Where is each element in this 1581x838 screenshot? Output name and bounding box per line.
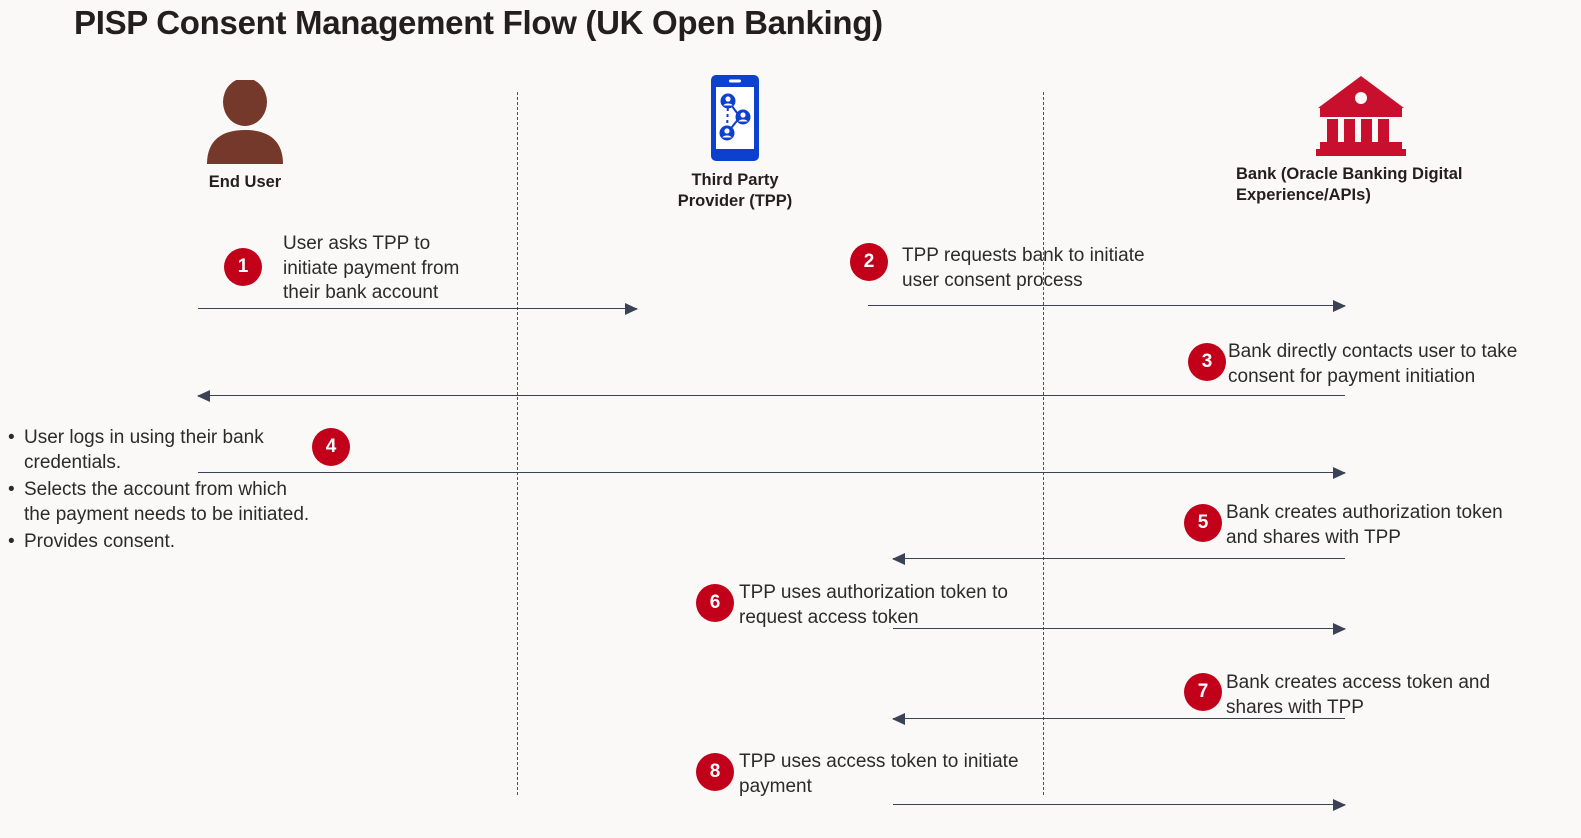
step-badge-6: 6 — [696, 584, 734, 622]
step-caption-3-line1: Bank directly contacts user to take — [1228, 341, 1518, 362]
arrow-head-right-icon — [1333, 623, 1346, 635]
step-caption-6-line1: TPP uses authorization token to — [739, 582, 1008, 603]
arrow-line — [198, 308, 637, 309]
step-caption-3: Bank directly contacts user to take cons… — [1228, 340, 1573, 389]
arrow-line — [893, 558, 1345, 559]
arrow-head-left-icon — [892, 553, 905, 565]
arrow-line — [893, 628, 1345, 629]
arrow-head-right-icon — [625, 303, 638, 315]
bullet-item-1: • User logs in using their bank credenti… — [8, 425, 348, 475]
bullet-marker-icon: • — [8, 531, 15, 553]
step-arrow-3 — [197, 390, 1345, 402]
step-badge-4: 4 — [312, 428, 350, 466]
actor-label-tpp: Third Party Provider (TPP) — [640, 170, 830, 212]
step-caption-7-line1: Bank creates access token and — [1226, 672, 1491, 693]
arrow-head-right-icon — [1333, 300, 1346, 312]
step-caption-5-line2: and shares with TPP — [1226, 526, 1401, 548]
step-caption-5-line1: Bank creates authorization token — [1226, 502, 1503, 523]
step-arrow-6 — [893, 623, 1346, 635]
step-caption-2: TPP requests bank to initiate user conse… — [902, 244, 1202, 293]
actor-tpp: Third Party Provider (TPP) — [640, 74, 830, 212]
step-badge-1: 1 — [224, 248, 262, 286]
lifeline-tpp — [517, 92, 518, 795]
step-caption-5: Bank creates authorization token and sha… — [1226, 501, 1556, 550]
actor-label-end-user: End User — [208, 173, 282, 191]
step-arrow-7 — [892, 713, 1345, 725]
step-caption-1-line3: their bank account — [283, 282, 439, 303]
step-caption-8-line1: TPP uses access token to initiate — [739, 751, 1019, 772]
step-caption-1: User asks TPP to initiate payment from t… — [283, 232, 513, 306]
bullet-item-2: • Selects the account from which the pay… — [8, 477, 348, 527]
person-icon — [207, 80, 283, 164]
bullet-item-3: • Provides consent. — [8, 529, 348, 554]
lifeline-bank — [1043, 92, 1044, 795]
step-badge-5: 5 — [1184, 504, 1222, 542]
step-caption-8: TPP uses access token to initiate paymen… — [739, 750, 1069, 799]
actor-label-tpp-line2: Provider (TPP) — [677, 192, 793, 211]
step-caption-2-line2: user consent process — [902, 269, 1083, 291]
step-arrow-2 — [868, 300, 1346, 312]
bullet-3-line1: Provides consent. — [24, 531, 176, 553]
step-caption-7-line2: shares with TPP — [1226, 696, 1364, 718]
bullet-1-line1: User logs in using their bank — [24, 427, 264, 448]
step-caption-4: • User logs in using their bank credenti… — [8, 425, 348, 556]
actor-label-bank: Bank (Oracle Banking Digital Experience/… — [1236, 164, 1536, 206]
arrow-line — [198, 472, 1345, 473]
step-badge-2: 2 — [850, 243, 888, 281]
step-caption-1-line1: User asks TPP to — [283, 233, 431, 254]
step-caption-1-line2: initiate payment from — [283, 257, 460, 279]
arrow-head-right-icon — [1333, 799, 1346, 811]
step-arrow-5 — [892, 553, 1345, 565]
actor-label-bank-line1: Bank (Oracle Banking Digital — [1236, 165, 1463, 183]
bullet-2-line1: Selects the account from which — [24, 479, 287, 501]
step-caption-3-line2: consent for payment initiation — [1228, 365, 1476, 387]
bullet-marker-icon: • — [8, 427, 15, 448]
mobile-network-icon — [711, 75, 759, 161]
arrow-head-left-icon — [197, 390, 210, 402]
step-caption-6-line2: request access token — [739, 606, 919, 628]
bank-building-icon — [1316, 76, 1406, 156]
page-title: PISP Consent Management Flow (UK Open Ba… — [74, 4, 883, 41]
actor-label-bank-line2: Experience/APIs) — [1236, 186, 1371, 205]
arrow-line — [893, 804, 1345, 805]
step-badge-8: 8 — [696, 753, 734, 791]
arrow-line — [198, 395, 1345, 396]
bullet-2-line2: the payment needs to be initiated. — [24, 504, 310, 526]
actor-bank: Bank (Oracle Banking Digital Experience/… — [1236, 74, 1536, 206]
bullet-1-line2: credentials. — [24, 452, 122, 474]
step-arrow-4 — [198, 467, 1346, 479]
arrow-head-right-icon — [1333, 467, 1346, 479]
actor-end-user: End User — [160, 80, 330, 193]
step-caption-2-line1: TPP requests bank to initiate — [902, 245, 1145, 266]
step-badge-7: 7 — [1184, 673, 1222, 711]
step-caption-6: TPP uses authorization token to request … — [739, 581, 1059, 630]
step-arrow-8 — [893, 799, 1346, 811]
step-badge-3: 3 — [1188, 343, 1226, 381]
bullet-marker-icon: • — [8, 479, 15, 501]
step-caption-7: Bank creates access token and shares wit… — [1226, 671, 1546, 720]
arrow-line — [868, 305, 1345, 306]
arrow-head-left-icon — [892, 713, 905, 725]
arrow-line — [893, 718, 1345, 719]
actor-label-tpp-line1: Third Party — [691, 171, 779, 189]
step-caption-8-line2: payment — [739, 775, 812, 797]
step-arrow-1 — [198, 303, 638, 315]
